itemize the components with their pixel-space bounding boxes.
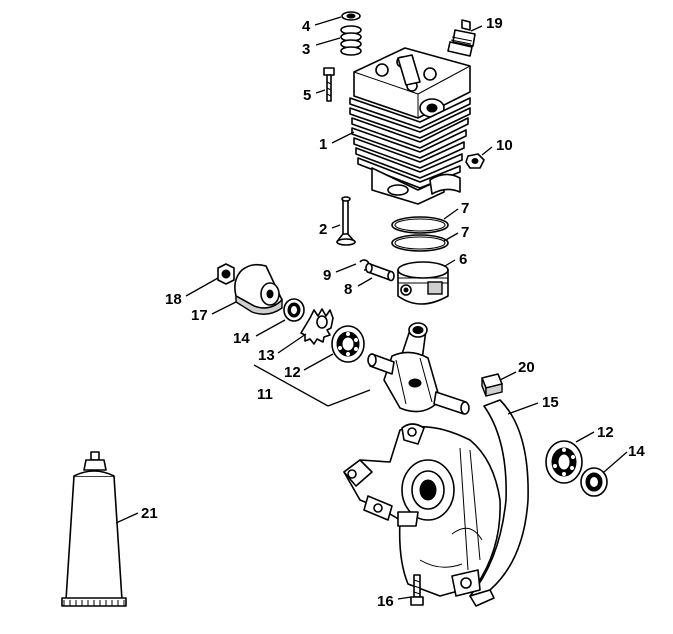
- callout-6: 6: [459, 251, 467, 268]
- callout-18: 18: [165, 291, 182, 308]
- part-6-piston: [397, 261, 449, 305]
- part-8-piston-pin: [365, 262, 395, 282]
- callout-7-upper: 7: [461, 200, 469, 217]
- callout-12-right: 12: [597, 424, 614, 441]
- part-11-crankshaft: [367, 322, 470, 415]
- part-2-valve: [336, 196, 356, 246]
- callout-14-left: 14: [233, 330, 250, 347]
- callout-10: 10: [496, 137, 513, 154]
- callout-20: 20: [518, 359, 535, 376]
- part-14-oil-seal-left: [283, 298, 305, 322]
- part-5-bolt: [323, 67, 335, 102]
- leader-lines: [115, 16, 628, 600]
- part-10-nut: [465, 153, 485, 169]
- callout-1: 1: [319, 136, 327, 153]
- callout-21: 21: [141, 505, 158, 522]
- callout-14-right: 14: [628, 443, 645, 460]
- callout-9: 9: [323, 267, 331, 284]
- callout-11: 11: [257, 386, 273, 403]
- callout-3: 3: [302, 41, 310, 58]
- part-4-spring-retainer: [341, 11, 361, 21]
- callout-19: 19: [486, 15, 503, 32]
- part-13-gear: [300, 308, 334, 345]
- part-18-nut: [217, 263, 235, 285]
- part-12-ball-bearing-lower: [545, 440, 583, 484]
- part-7-piston-ring-upper: [391, 216, 449, 234]
- callout-7-lower: 7: [461, 224, 469, 241]
- callout-5: 5: [303, 87, 311, 104]
- callout-labels: 4 3 5 1 2 19 10 7 7 6 9 8 18 17 14 13 12…: [141, 15, 645, 610]
- part-21-grease-tube: [61, 451, 127, 607]
- callout-4: 4: [302, 18, 311, 35]
- part-12-ball-bearing-upper: [331, 325, 365, 363]
- part-7-piston-ring-lower: [391, 234, 449, 252]
- part-14-oil-seal-right: [580, 467, 608, 497]
- callout-13: 13: [258, 347, 275, 364]
- callout-8: 8: [344, 281, 352, 298]
- callout-17: 17: [191, 307, 208, 324]
- part-1-cylinder: [349, 47, 471, 205]
- callout-15: 15: [542, 394, 559, 411]
- part-16-screw: [410, 574, 424, 606]
- callout-12-left: 12: [284, 364, 301, 381]
- callout-16: 16: [377, 593, 394, 610]
- callout-2: 2: [319, 221, 327, 238]
- part-15-crankcase: [343, 399, 529, 607]
- part-19-spark-plug: [447, 19, 476, 57]
- part-20-damper: [481, 373, 503, 397]
- part-17-flywheel: [234, 263, 283, 315]
- part-3-valve-spring: [340, 25, 362, 56]
